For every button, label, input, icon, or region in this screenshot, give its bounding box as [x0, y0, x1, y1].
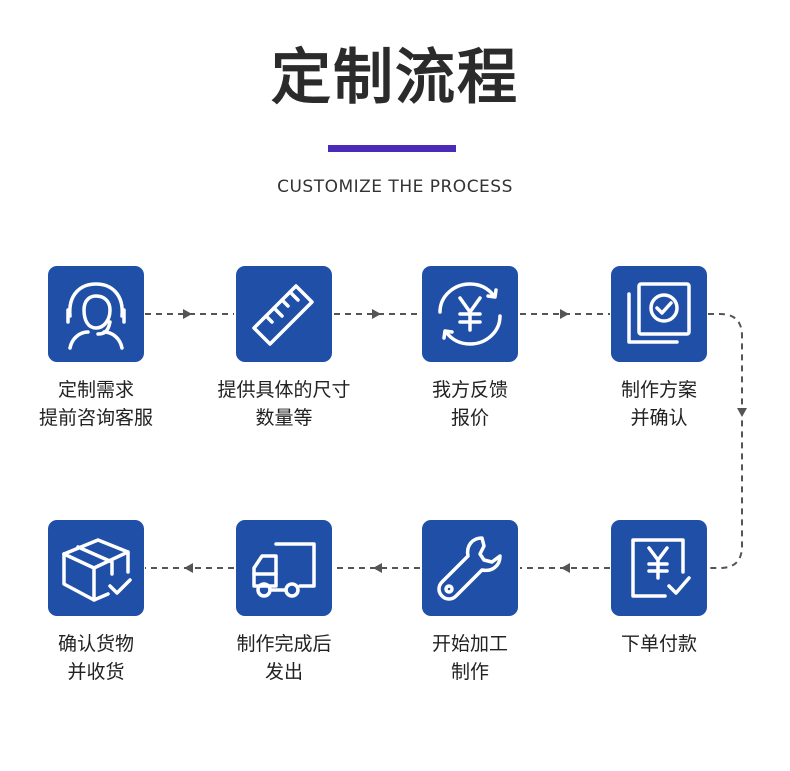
step-label-line: 定制需求	[57, 379, 134, 401]
wrench-icon	[437, 536, 502, 601]
step-label: 提供具体的尺寸 数量等	[209, 376, 359, 432]
step-label-line: 开始加工	[431, 633, 508, 655]
step-tile	[236, 266, 332, 362]
documents-check-icon	[627, 282, 691, 344]
step-label-line: 制作	[450, 661, 489, 683]
step-tile	[48, 266, 144, 362]
step-3: 我方反馈 报价	[395, 266, 545, 432]
step-tile	[611, 266, 707, 362]
step-label-line: 提前咨询客服	[38, 407, 153, 429]
step-label: 确认货物 并收货	[21, 630, 171, 686]
step-label: 开始加工 制作	[395, 630, 545, 686]
step-label-line: 下单付款	[620, 633, 697, 655]
ruler-icon	[252, 284, 314, 346]
page-subtitle: CUSTOMIZE THE PROCESS	[277, 177, 513, 197]
step-5: 下单付款	[584, 520, 734, 658]
step-label: 我方反馈 报价	[395, 376, 545, 432]
arrow-right-icon	[372, 309, 381, 319]
delivery-truck-icon	[252, 542, 316, 598]
arrow-left-icon	[373, 563, 382, 573]
step-label: 下单付款	[584, 630, 734, 658]
step-label-line: 数量等	[255, 407, 313, 429]
title-underline	[328, 145, 456, 152]
step-label-line: 制作完成后	[236, 633, 332, 655]
arrow-left-icon	[561, 563, 570, 573]
yuan-receipt-check-icon	[631, 538, 691, 598]
step-tile	[236, 520, 332, 616]
step-tile	[422, 266, 518, 362]
step-label-line: 发出	[264, 661, 303, 683]
package-check-icon	[62, 538, 132, 602]
step-tile	[48, 520, 144, 616]
step-7: 制作完成后 发出	[209, 520, 359, 686]
yuan-cycle-icon	[438, 282, 502, 346]
step-tile	[422, 520, 518, 616]
step-label: 制作完成后 发出	[209, 630, 359, 686]
step-8: 确认货物 并收货	[21, 520, 171, 686]
arrow-right-icon	[183, 309, 192, 319]
step-label-line: 并确认	[630, 407, 688, 429]
step-label-line: 提供具体的尺寸	[217, 379, 351, 401]
step-label: 制作方案 并确认	[584, 376, 734, 432]
step-label-line: 并收货	[67, 661, 125, 683]
step-label-line: 制作方案	[620, 379, 697, 401]
arrow-right-icon	[560, 309, 569, 319]
step-2: 提供具体的尺寸 数量等	[209, 266, 359, 432]
step-label-line: 确认货物	[57, 633, 134, 655]
step-tile	[611, 520, 707, 616]
headset-agent-icon	[66, 282, 126, 350]
step-1: 定制需求 提前咨询客服	[21, 266, 171, 432]
arrow-down-icon	[737, 408, 747, 417]
step-label-line: 我方反馈	[431, 379, 508, 401]
step-6: 开始加工 制作	[395, 520, 545, 686]
step-label-line: 报价	[450, 407, 489, 429]
page-title: 定制流程	[271, 43, 519, 113]
step-label: 定制需求 提前咨询客服	[21, 376, 171, 432]
arrow-left-icon	[184, 563, 193, 573]
step-4: 制作方案 并确认	[584, 266, 734, 432]
